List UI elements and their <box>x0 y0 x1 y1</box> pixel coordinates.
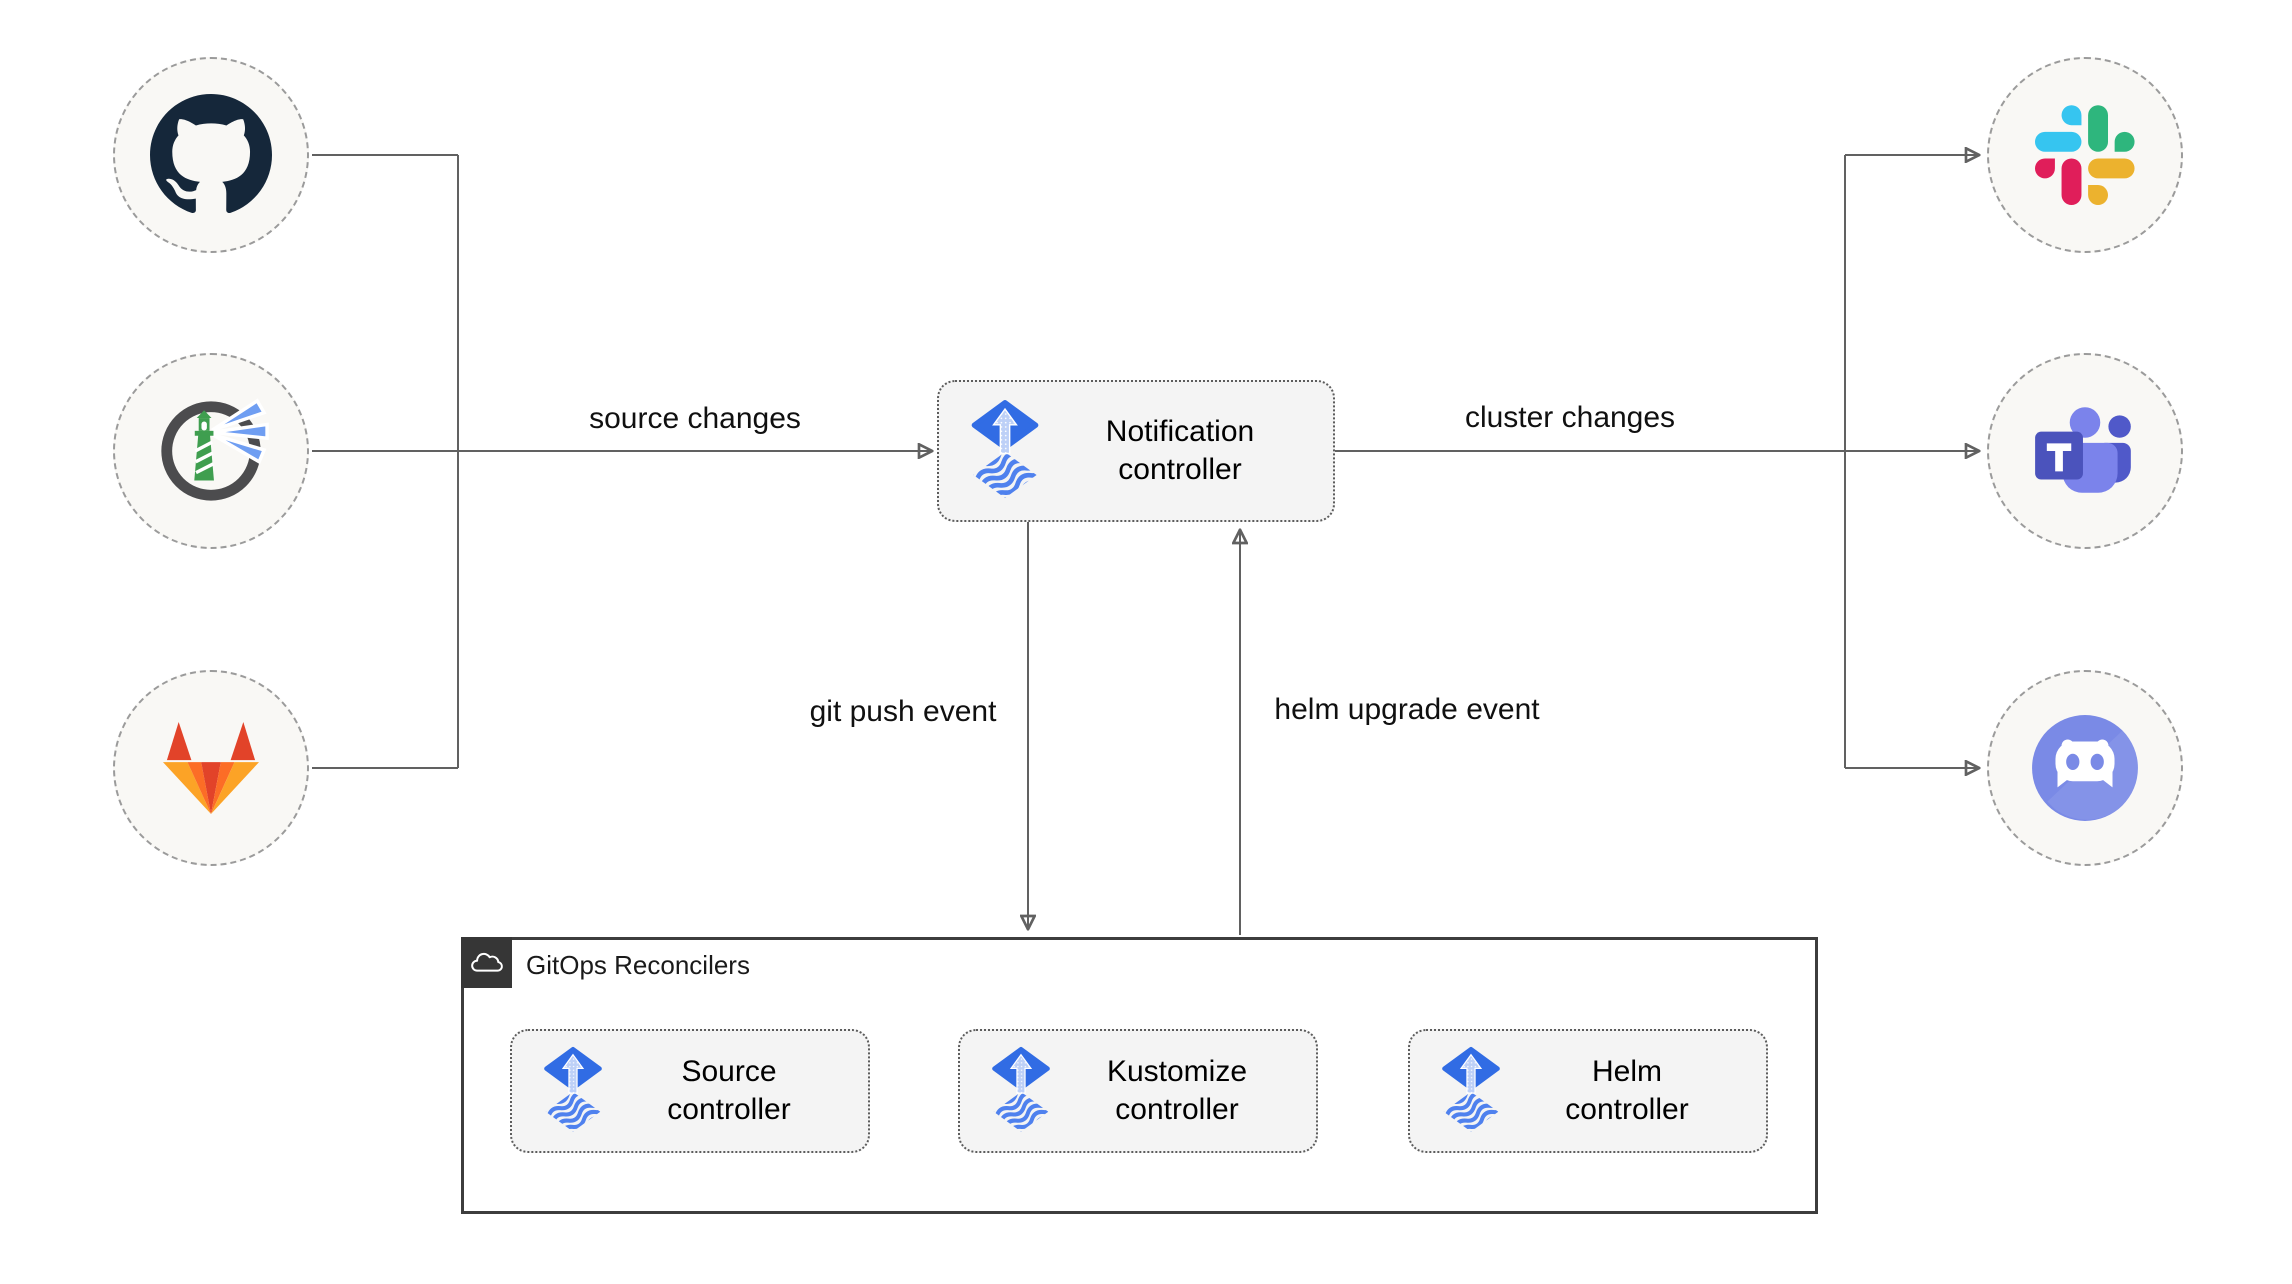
kustomize-controller-label: Kustomize controller <box>1052 1053 1316 1129</box>
notification-controller-label: Notification controller <box>1041 413 1333 489</box>
label-line1: Source <box>681 1055 777 1088</box>
label-line1: Kustomize <box>1106 1055 1248 1088</box>
flux-icon <box>542 1046 604 1136</box>
discord-icon <box>2032 715 2139 821</box>
teams-letter-t <box>2046 443 2072 472</box>
node-discord <box>1987 670 2183 866</box>
label-line1: Helm <box>1591 1055 1662 1088</box>
harbor-icon <box>161 398 269 501</box>
gitops-group-label: GitOps Reconcilers <box>526 949 750 980</box>
node-gitlab <box>113 670 309 866</box>
source-controller-label: Source controller <box>604 1053 868 1129</box>
source-controller-box: Source controller <box>510 1029 870 1153</box>
microsoft-teams-icon <box>2035 407 2131 493</box>
gitops-group-badge <box>461 937 512 988</box>
edge-label-git-push-event: git push event <box>809 695 997 728</box>
slack-icon <box>2035 105 2135 205</box>
flux-icon <box>1440 1046 1502 1136</box>
gitops-reconcilers-group: GitOps Reconcilers Source controller Kus… <box>461 937 1818 1214</box>
label-line2: controller <box>1118 453 1242 486</box>
flux-icon <box>969 399 1041 503</box>
label-line2: controller <box>1115 1093 1239 1126</box>
helm-controller-box: Helm controller <box>1408 1029 1768 1153</box>
flux-icon <box>990 1046 1052 1136</box>
edge-label-source-changes: source changes <box>589 402 801 435</box>
github-icon <box>150 94 272 213</box>
node-slack <box>1987 57 2183 253</box>
notification-controller-box: Notification controller <box>937 380 1335 522</box>
label-line1: Notification <box>1105 415 1255 448</box>
edge-label-cluster-changes: cluster changes <box>1464 401 1676 434</box>
node-microsoft-teams <box>1987 353 2183 549</box>
kustomize-controller-box: Kustomize controller <box>958 1029 1318 1153</box>
edge-label-helm-upgrade-event: helm upgrade event <box>1274 693 1540 726</box>
helm-controller-label: Helm controller <box>1502 1053 1766 1129</box>
gitlab-icon <box>162 721 260 815</box>
label-line2: controller <box>667 1093 791 1126</box>
node-github <box>113 57 309 253</box>
node-harbor <box>113 353 309 549</box>
cloud-icon <box>470 952 503 972</box>
label-line2: controller <box>1565 1093 1689 1126</box>
